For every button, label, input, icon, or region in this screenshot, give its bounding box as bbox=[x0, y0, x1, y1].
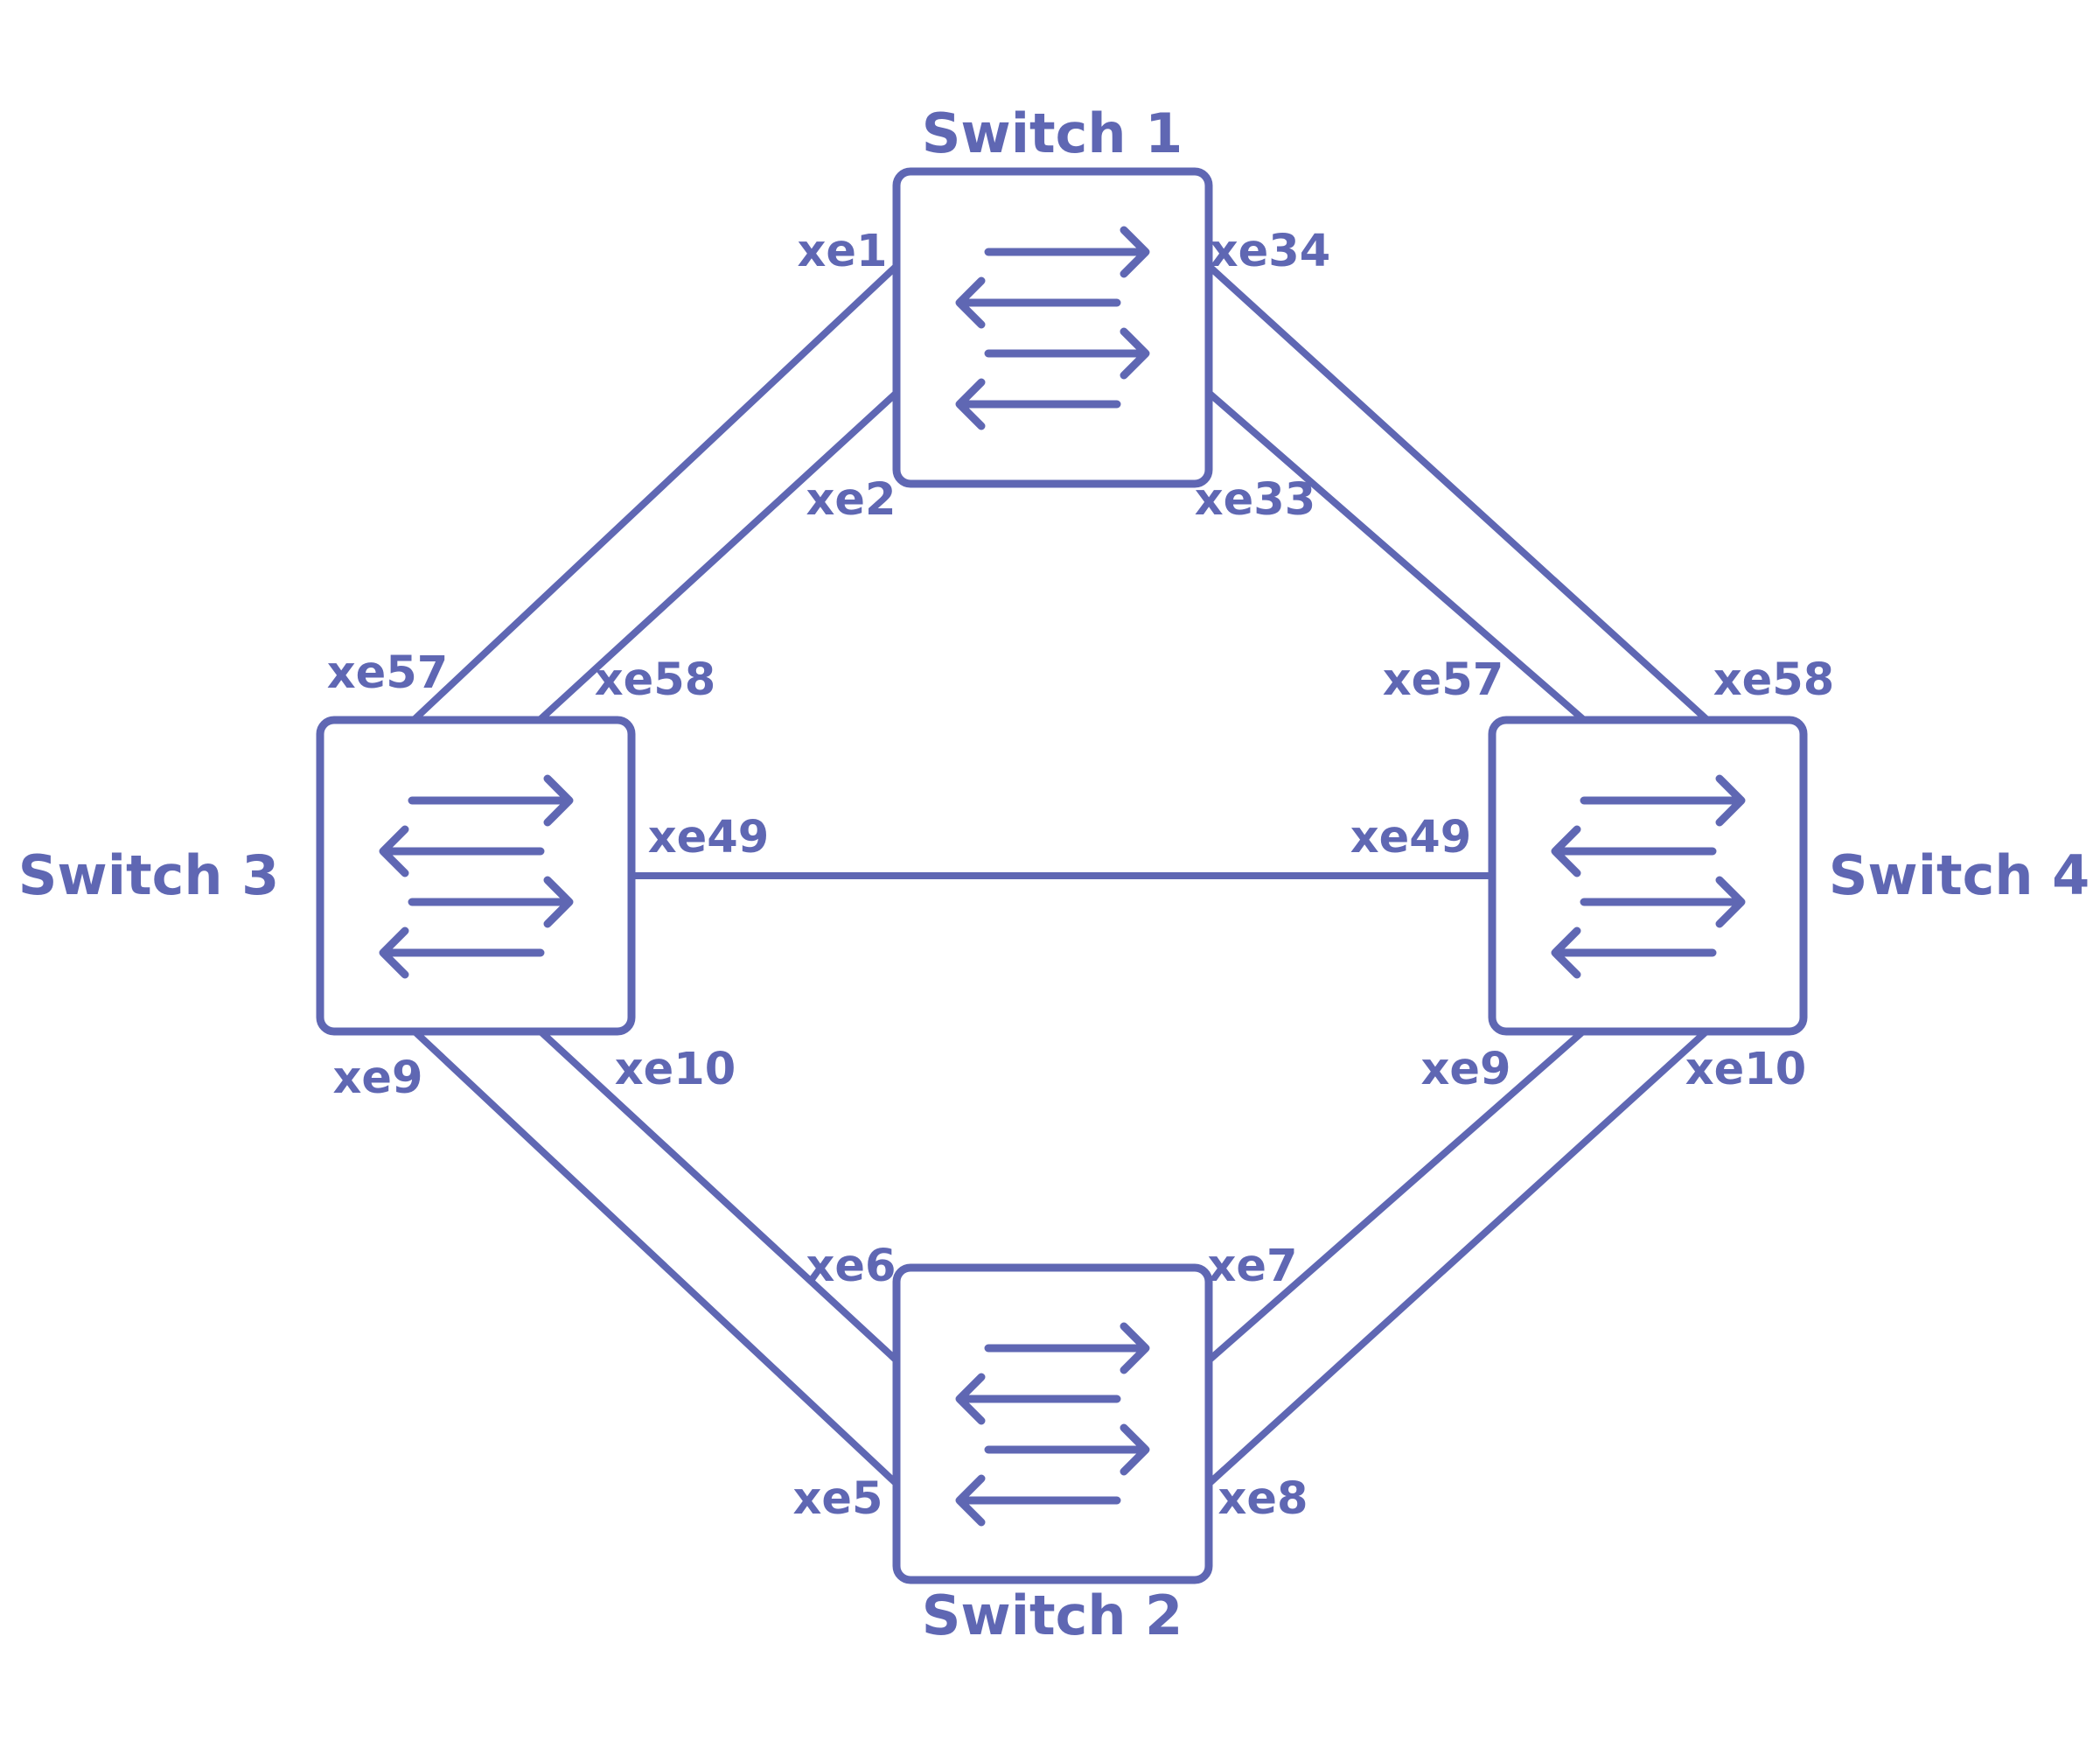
port-label-s4-xe49: xe49 bbox=[1350, 812, 1471, 864]
link-s1-xe33-s4-xe57 bbox=[1205, 389, 1587, 724]
port-label-s3-xe49: xe49 bbox=[648, 812, 769, 864]
bidirectional-arrows-icon bbox=[379, 774, 574, 979]
link-s3-xe9-s2-xe5 bbox=[410, 1027, 900, 1487]
bidirectional-arrows-icon bbox=[955, 226, 1150, 430]
port-label-s4-xe58: xe58 bbox=[1713, 654, 1834, 706]
switch-3-node[interactable]: Switch 3 bbox=[18, 716, 636, 1036]
port-label-s2-xe5: xe5 bbox=[793, 1473, 883, 1525]
port-label-s3-xe57: xe57 bbox=[327, 647, 448, 699]
link-s1-xe2-s3-xe58 bbox=[536, 389, 900, 724]
port-label-s1-xe2: xe2 bbox=[806, 474, 897, 526]
bidirectional-arrows-icon bbox=[1551, 774, 1746, 979]
port-label-s1-xe34: xe34 bbox=[1210, 226, 1330, 277]
switch-3-label: Switch 3 bbox=[18, 843, 279, 907]
switch-4-box[interactable] bbox=[1488, 716, 1808, 1036]
switch-4-label: Switch 4 bbox=[1829, 843, 2090, 907]
port-label-s4-xe10: xe10 bbox=[1685, 1044, 1806, 1095]
port-label-s3-xe58: xe58 bbox=[595, 654, 715, 706]
switch-1-node[interactable]: Switch 1 bbox=[892, 101, 1213, 488]
port-label-s4-xe9: xe9 bbox=[1421, 1044, 1511, 1095]
switch-2-label: Switch 2 bbox=[922, 1584, 1183, 1647]
link-s4-xe10-s2-xe8 bbox=[1205, 1027, 1711, 1487]
switch-1-box[interactable] bbox=[892, 167, 1213, 488]
link-s3-xe10-s2-xe6 bbox=[536, 1027, 900, 1364]
switch-4-node[interactable]: Switch 4 bbox=[1488, 716, 2090, 1036]
port-label-s4-xe57: xe57 bbox=[1383, 654, 1503, 706]
port-label-s3-xe10: xe10 bbox=[615, 1044, 736, 1095]
links-layer bbox=[410, 262, 1711, 1487]
link-s4-xe9-s2-xe7 bbox=[1205, 1027, 1587, 1364]
port-label-s2-xe8: xe8 bbox=[1218, 1473, 1308, 1525]
bidirectional-arrows-icon bbox=[955, 1322, 1150, 1527]
port-labels: xe1 xe57 xe2 xe58 xe34 xe58 xe33 xe57 xe… bbox=[327, 226, 1834, 1525]
port-label-s1-xe33: xe33 bbox=[1195, 474, 1315, 526]
port-label-s2-xe6: xe6 bbox=[806, 1241, 897, 1292]
port-label-s2-xe7: xe7 bbox=[1208, 1241, 1298, 1292]
switch-1-label: Switch 1 bbox=[922, 101, 1183, 165]
switch-2-box[interactable] bbox=[892, 1263, 1213, 1584]
link-s1-xe34-s4-xe58 bbox=[1205, 262, 1711, 724]
switch-3-box[interactable] bbox=[316, 716, 636, 1036]
port-label-s1-xe1: xe1 bbox=[798, 226, 888, 277]
port-label-s3-xe9: xe9 bbox=[333, 1052, 423, 1104]
switch-2-node[interactable]: Switch 2 bbox=[892, 1263, 1213, 1647]
link-s1-xe1-s3-xe57 bbox=[410, 262, 900, 724]
